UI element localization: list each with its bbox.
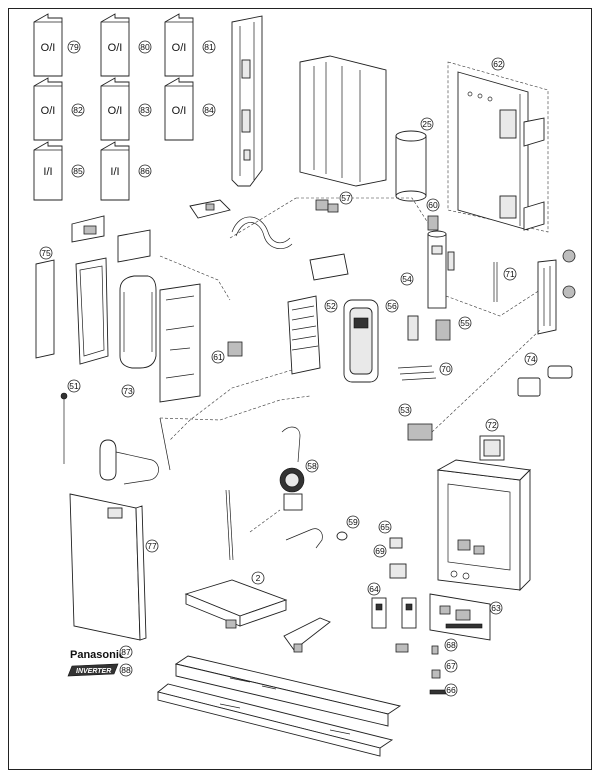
side-bracket-right <box>537 249 576 335</box>
valve-61: 61 <box>211 341 243 364</box>
callout-74: 74 <box>526 354 536 364</box>
callout-81: 81 <box>204 42 214 52</box>
brand-logo: Panasonic <box>70 649 125 661</box>
elbow-59: 59 <box>249 509 360 549</box>
bottom-rail-upper <box>174 655 402 727</box>
callout-57: 57 <box>341 193 351 203</box>
booklet-label: O/I <box>41 105 56 117</box>
booklet-81: O/I 81 <box>164 13 216 77</box>
callout-83: 83 <box>140 105 150 115</box>
insulation-block <box>159 283 201 403</box>
bottom-rail-lower <box>157 683 394 757</box>
sensor-51: 51 <box>60 379 81 464</box>
terminal-55: 55 <box>435 316 472 341</box>
callout-71: 71 <box>505 269 515 279</box>
callout-88: 88 <box>121 665 131 675</box>
callout-84: 84 <box>204 105 214 115</box>
booklet-86: I/I 86 <box>100 141 152 201</box>
valve-56: 56 <box>385 299 419 341</box>
controller-72: 72 <box>479 418 505 461</box>
callout-70: 70 <box>441 364 451 374</box>
part-66: 66 <box>429 683 458 697</box>
callout-77: 77 <box>147 541 157 551</box>
panel-62: 62 <box>447 57 549 233</box>
side-channel-frame <box>299 55 387 187</box>
booklet-label: O/I <box>108 42 123 54</box>
callout-75: 75 <box>41 248 51 258</box>
callout-53: 53 <box>400 405 410 415</box>
callout-56: 56 <box>387 301 397 311</box>
booklet-label: O/I <box>41 42 56 54</box>
booklet-label: O/I <box>172 42 187 54</box>
mount-bracket <box>283 617 331 653</box>
callout-65: 65 <box>380 522 390 532</box>
callout-51: 51 <box>69 381 79 391</box>
tank-73: 73 <box>117 229 231 398</box>
callout-59: 59 <box>348 517 358 527</box>
callout-80: 80 <box>140 42 150 52</box>
callout-58: 58 <box>307 461 317 471</box>
callout-52: 52 <box>326 301 336 311</box>
booklet-79: O/I 79 <box>33 13 81 77</box>
switch-69: 69 <box>373 544 407 579</box>
breakers-64: 64 <box>367 582 417 653</box>
plate-hex-52: 52 <box>169 295 338 441</box>
base-plate-2: 2 <box>184 489 288 629</box>
brand-badges: Panasonic 87 INVERTER 88 <box>67 645 133 677</box>
booklet-80: O/I 80 <box>100 13 152 77</box>
callout-2: 2 <box>256 573 261 583</box>
callout-85: 85 <box>73 166 83 176</box>
callout-63: 63 <box>491 603 501 613</box>
brand-inverter: INVERTER <box>76 668 111 675</box>
booklet-83: O/I 83 <box>100 77 152 141</box>
valve-53: 53 <box>398 329 541 441</box>
callout-79: 79 <box>69 42 79 52</box>
callout-61: 61 <box>213 352 223 362</box>
accessory-74: 74 <box>517 352 573 397</box>
booklet-label: O/I <box>172 105 187 117</box>
booklet-85: I/I 85 <box>33 141 85 201</box>
rod-71: 71 <box>493 262 517 302</box>
tube-54: 54 <box>400 230 541 317</box>
callout-64: 64 <box>369 584 379 594</box>
callout-82: 82 <box>73 105 83 115</box>
pcb-63: 63 <box>429 593 503 641</box>
part-68: 68 <box>431 638 458 655</box>
callout-67: 67 <box>446 661 456 671</box>
pump-58: 58 <box>279 426 319 511</box>
panel-75: 75 <box>35 246 55 359</box>
expansion-pipe <box>99 395 311 485</box>
booklet-label: O/I <box>108 105 123 117</box>
front-cover-77: 77 <box>69 493 159 641</box>
callout-68: 68 <box>446 640 456 650</box>
rails-70: 70 <box>397 362 453 381</box>
fitting-60: 60 <box>426 198 440 231</box>
booklet-label: I/I <box>43 166 52 178</box>
callout-25: 25 <box>422 119 432 129</box>
callout-60: 60 <box>428 200 438 210</box>
booklet-84: O/I 84 <box>164 77 216 141</box>
rear-bracket <box>231 15 263 187</box>
callout-62: 62 <box>493 59 503 69</box>
control-box <box>436 459 531 592</box>
callout-55: 55 <box>460 318 470 328</box>
cylinder-25: 25 <box>395 117 434 202</box>
callout-69: 69 <box>375 546 385 556</box>
booklet-label: I/I <box>110 166 119 178</box>
relay-65: 65 <box>378 520 403 549</box>
part-67: 67 <box>431 659 458 679</box>
booklet-82: O/I 82 <box>33 77 85 141</box>
pipe-assembly-57: 57 <box>189 191 431 250</box>
callout-87: 87 <box>121 647 131 657</box>
callout-73: 73 <box>123 386 133 396</box>
callout-72: 72 <box>487 420 497 430</box>
callout-66: 66 <box>446 685 456 695</box>
callout-86: 86 <box>140 166 150 176</box>
display-frame <box>309 253 379 383</box>
front-door <box>71 215 109 365</box>
callout-54: 54 <box>402 274 412 284</box>
